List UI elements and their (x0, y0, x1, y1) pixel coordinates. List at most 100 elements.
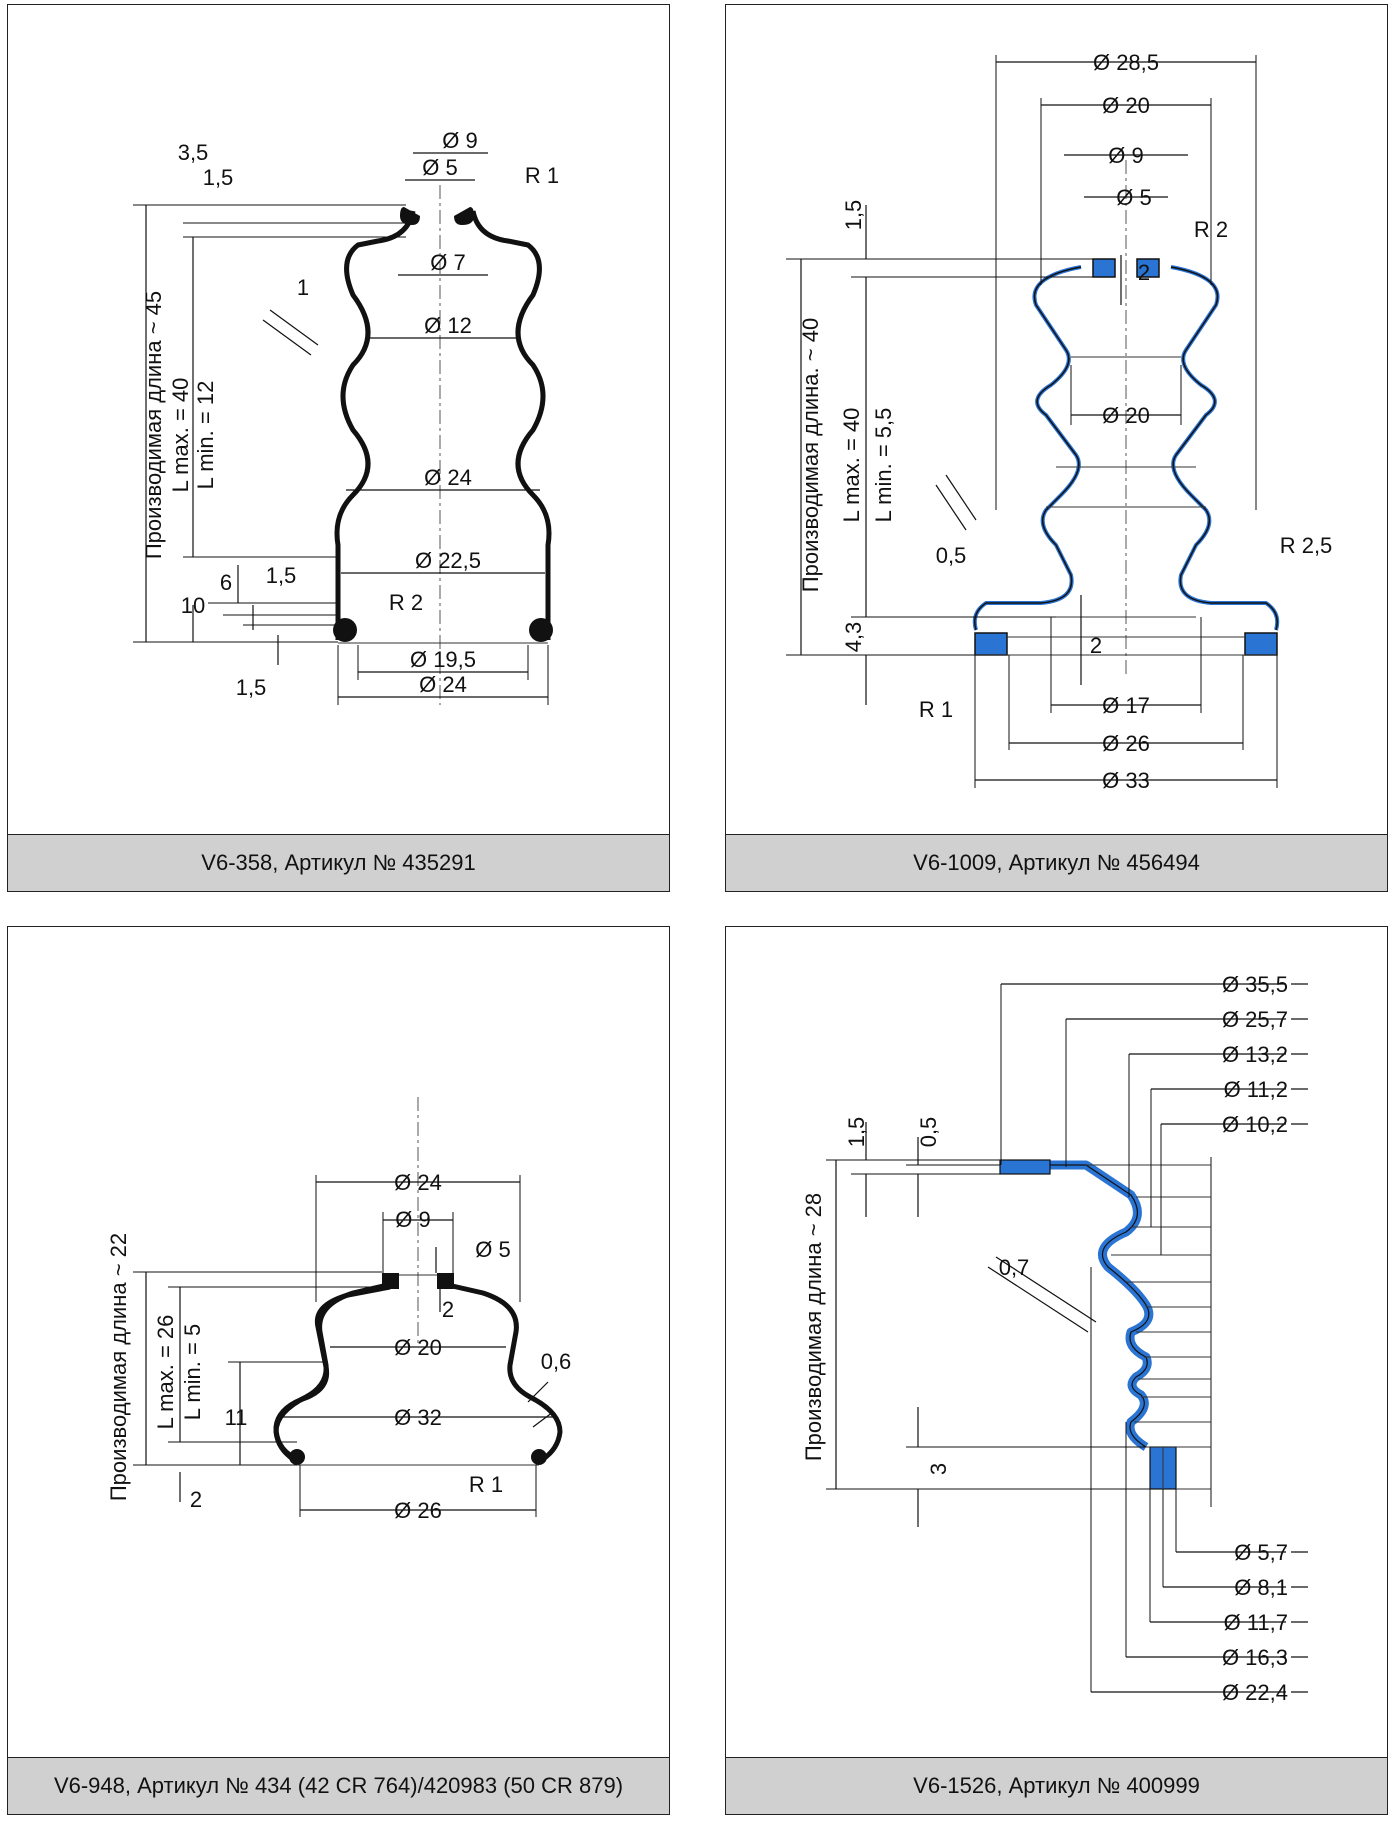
label-lmin: L min. = 5 (180, 1324, 205, 1420)
label-15-mid: 1,5 (266, 563, 297, 588)
drawing-v6-358: Ø 9 Ø 5 R 1 Ø 7 Ø 12 Ø 24 Ø 22,5 R 2 Ø 1… (133, 128, 559, 705)
label-lmin: L min. = 5,5 (871, 408, 896, 523)
label-d33: Ø 33 (1102, 768, 1150, 793)
label-d26: Ø 26 (394, 1498, 442, 1523)
base-bead-left (289, 1449, 305, 1465)
label-lmin: L min. = 12 (193, 381, 218, 490)
base-bead-right (1244, 632, 1278, 656)
profile-left (273, 1282, 389, 1462)
label-d17: Ø 17 (1102, 693, 1150, 718)
label-15-bot: 1,5 (236, 675, 267, 700)
label-15: 1,5 (844, 1117, 869, 1148)
label-d9: Ø 9 (395, 1207, 430, 1232)
label-d132: Ø 13,2 (1222, 1042, 1288, 1067)
bellows-profile-left (273, 1284, 391, 1460)
label-length: Производимая длина. ~ 40 (798, 318, 823, 592)
label-wall-07: 0,7 (999, 1255, 1030, 1280)
base-bead-left (974, 632, 1008, 656)
bellows-profile (1001, 1160, 1154, 1451)
bellows-profile-right (470, 210, 552, 640)
label-d355: Ø 35,5 (1222, 972, 1288, 997)
base-bead-left (333, 618, 357, 642)
label-35: 3,5 (178, 140, 209, 165)
label-43: 4,3 (841, 622, 866, 653)
label-r1: R 1 (525, 163, 559, 188)
label-length: Производимая длина ~ 22 (106, 1233, 131, 1501)
label-15-top: 1,5 (203, 165, 234, 190)
caption-v6-1526: V6-1526, Артикул № 400999 (726, 1757, 1387, 1814)
label-d257: Ø 25,7 (1222, 1007, 1288, 1032)
panel-v6-1526: Ø 35,5 Ø 25,7 Ø 13,2 Ø 11,2 Ø 10,2 Ø 5,7… (725, 926, 1388, 1815)
drawing-v6-1526: Ø 35,5 Ø 25,7 Ø 13,2 Ø 11,2 Ø 10,2 Ø 5,7… (801, 972, 1308, 1705)
label-d5: Ø 5 (422, 155, 457, 180)
label-r1: R 1 (919, 697, 953, 722)
bellows-profile-left (334, 210, 416, 640)
label-2-bot: 2 (1090, 633, 1102, 658)
label-10: 10 (181, 593, 205, 618)
label-d9: Ø 9 (1108, 143, 1143, 168)
label-d224: Ø 22,4 (1222, 1680, 1288, 1705)
label-15: 1,5 (841, 200, 866, 231)
label-3: 3 (926, 1463, 951, 1475)
label-d32: Ø 32 (394, 1405, 442, 1430)
label-lmax: L max. = 26 (153, 1315, 178, 1430)
label-d195: Ø 19,5 (410, 647, 476, 672)
drawing-v6-1009: Ø 28,5 Ø 20 Ø 9 Ø 5 R 2 Ø 20 R 2,5 R 1 Ø… (786, 50, 1333, 793)
label-d20-top: Ø 20 (1102, 93, 1150, 118)
profile-right (447, 1282, 563, 1462)
top-lip-right (454, 207, 474, 225)
top-lip-left (382, 1273, 399, 1289)
label-r2: R 2 (389, 590, 423, 615)
top-lip-right (1136, 258, 1160, 278)
label-d163: Ø 16,3 (1222, 1645, 1288, 1670)
caption-v6-948: V6-948, Артикул № 434 (42 CR 764)/420983… (8, 1757, 669, 1814)
label-wall-1: 1 (297, 275, 309, 300)
label-11: 11 (225, 1405, 248, 1430)
label-lmax: L max. = 40 (168, 378, 193, 493)
top-lip-left (1092, 258, 1116, 278)
label-lmax: L max. = 40 (839, 408, 864, 523)
label-d20-mid: Ø 20 (1102, 403, 1150, 428)
label-d225: Ø 22,5 (415, 548, 481, 573)
bellows-profile-right (1170, 265, 1280, 631)
label-d285: Ø 28,5 (1093, 50, 1159, 75)
label-length: Производимая длина ~ 28 (801, 1193, 826, 1461)
drawing-v6-948: Ø 24 Ø 9 Ø 5 2 Ø 20 0,6 Ø 32 R 1 Ø 26 2 … (106, 1097, 572, 1523)
label-wall-06: 0,6 (541, 1349, 572, 1374)
label-d7: Ø 7 (430, 250, 465, 275)
top-flange (999, 1159, 1051, 1175)
label-2-bot: 2 (190, 1487, 202, 1512)
base-bead-right (529, 618, 553, 642)
label-d5: Ø 5 (475, 1237, 510, 1262)
base-bead-right (531, 1449, 547, 1465)
label-d9: Ø 9 (442, 128, 477, 153)
label-d102: Ø 10,2 (1222, 1112, 1288, 1137)
caption-v6-358: V6-358, Артикул № 435291 (8, 834, 669, 891)
label-d24-fold: Ø 24 (424, 465, 472, 490)
label-length: Производимая длина ~ 45 (141, 291, 166, 559)
label-r2: R 2 (1194, 217, 1228, 242)
label-d117: Ø 11,7 (1224, 1610, 1288, 1635)
label-r1: R 1 (469, 1472, 503, 1497)
caption-v6-1009: V6-1009, Артикул № 456494 (726, 834, 1387, 891)
label-r25: R 2,5 (1280, 533, 1333, 558)
label-d20: Ø 20 (394, 1335, 442, 1360)
top-lip-left (400, 207, 420, 225)
panel-v6-948: Ø 24 Ø 9 Ø 5 2 Ø 20 0,6 Ø 32 R 1 Ø 26 2 … (7, 926, 670, 1815)
label-2-top: 2 (442, 1297, 454, 1322)
label-d81: Ø 8,1 (1234, 1575, 1288, 1600)
label-05: 0,5 (916, 1117, 941, 1148)
label-d12: Ø 12 (424, 313, 472, 338)
label-d112: Ø 11,2 (1224, 1077, 1288, 1102)
bellows-profile-left (972, 265, 1082, 631)
panel-v6-1009: Ø 28,5 Ø 20 Ø 9 Ø 5 R 2 Ø 20 R 2,5 R 1 Ø… (725, 4, 1388, 892)
top-lip-right (437, 1273, 454, 1289)
label-wall-05: 0,5 (936, 543, 967, 568)
label-d26: Ø 26 (1102, 731, 1150, 756)
label-d5: Ø 5 (1116, 185, 1151, 210)
label-d57: Ø 5,7 (1234, 1540, 1288, 1565)
label-d24: Ø 24 (394, 1170, 442, 1195)
panel-v6-358: Ø 9 Ø 5 R 1 Ø 7 Ø 12 Ø 24 Ø 22,5 R 2 Ø 1… (7, 4, 670, 892)
label-2-top: 2 (1138, 260, 1150, 285)
label-6: 6 (220, 570, 232, 595)
